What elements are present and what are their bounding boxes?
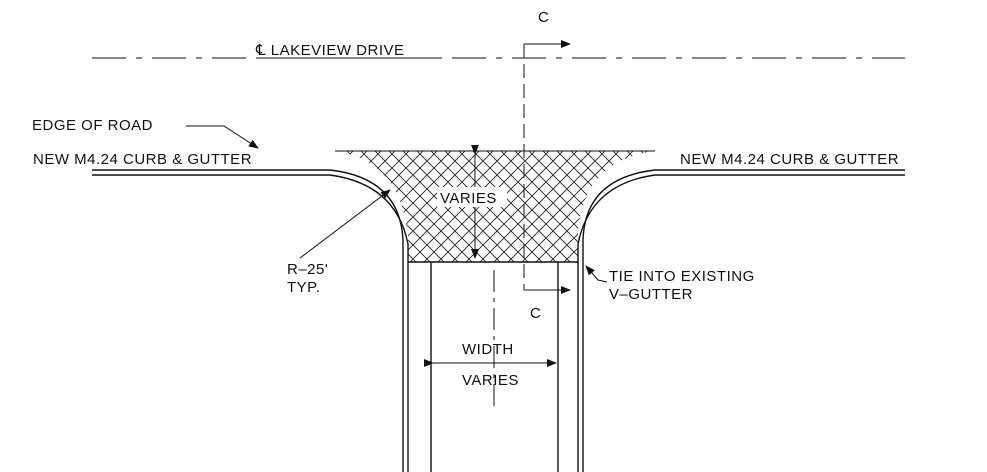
width-label-line2: VARIES	[462, 372, 519, 389]
curb-gutter-right-label: NEW M4.24 CURB & GUTTER	[680, 151, 899, 168]
radius-label-line2: TYP.	[287, 279, 320, 296]
width-label-line1: WIDTH	[462, 341, 514, 358]
section-label-bottom: C	[530, 305, 541, 322]
centerline-label: ℄ LAKEVIEW DRIVE	[255, 42, 405, 59]
radius-leader	[299, 189, 391, 259]
tie-label-line1: TIE INTO EXISTING	[609, 268, 755, 285]
curb-return-right-outer	[582, 169, 656, 472]
radius-label-line1: R–25'	[287, 261, 328, 278]
curb-return-right-inner	[577, 174, 656, 472]
tie-leader	[585, 265, 608, 283]
section-label-top: C	[538, 9, 549, 26]
tie-label-line2: V–GUTTER	[609, 286, 693, 303]
edge-of-road-leader	[186, 125, 259, 149]
curb-return-left-inner	[329, 174, 409, 472]
curb-return-left-outer	[329, 169, 404, 472]
varies-label: VARIES	[440, 190, 497, 207]
varies-label-bg	[437, 187, 507, 207]
curb-gutter-left-label: NEW M4.24 CURB & GUTTER	[33, 151, 252, 168]
edge-of-road-label: EDGE OF ROAD	[32, 117, 153, 134]
